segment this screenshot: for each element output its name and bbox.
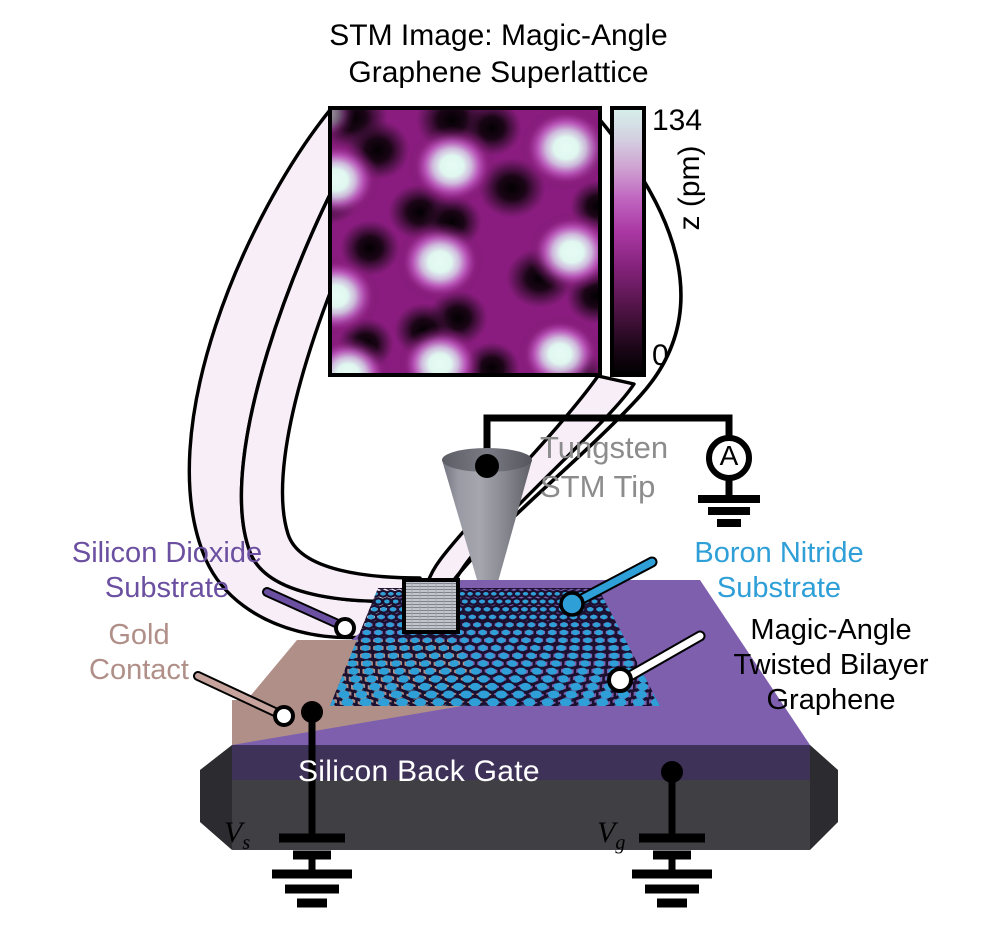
- mablg-label-line1: Magic-Angle: [750, 614, 912, 646]
- vg-subscript: g: [615, 832, 626, 854]
- mablg-leader-endpoint: [607, 667, 633, 693]
- stm-tip-label-line2: STM Tip: [540, 469, 656, 505]
- colorbar-axis-label: z (pm): [673, 145, 706, 231]
- back-gate-right-bevel: [810, 745, 838, 850]
- colorbar-gradient: [612, 108, 644, 375]
- vs-symbol: V: [224, 816, 243, 849]
- tip-wire-junction: [475, 454, 499, 478]
- vs-subscript: s: [242, 832, 251, 854]
- boron-nitride-label: Boron Nitride Substrate: [654, 536, 904, 606]
- colorbar-border: [610, 106, 646, 377]
- mablg-label: Magic-Angle Twisted Bilayer Graphene: [700, 613, 962, 717]
- stm-image-border: [328, 106, 602, 377]
- gold-contact-label: Gold Contact: [44, 618, 234, 688]
- gold-label-line1: Gold: [108, 619, 170, 651]
- ammeter-symbol: A: [719, 440, 739, 471]
- colorbar-group: [610, 106, 646, 377]
- leader-lines: [193, 556, 706, 727]
- silicon-back-gate-front: [232, 780, 810, 850]
- colorbar-max-label: 134: [652, 104, 703, 137]
- gold-contact-patch-lower: [232, 700, 497, 745]
- stm-tip: [442, 448, 532, 626]
- source-voltage-label: Vs: [224, 816, 250, 855]
- silicon-back-gate-label: Silicon Back Gate: [298, 755, 540, 788]
- mablg-label-line3: Graphene: [766, 683, 896, 716]
- page-title-line1: STM Image: Magic-Angle: [329, 19, 668, 52]
- vg-symbol: V: [597, 816, 616, 849]
- stm-image-group: [328, 106, 602, 377]
- stm-moire-pattern: [330, 108, 600, 375]
- bn-leader-endpoint: [559, 591, 585, 617]
- page-title-line2: Graphene Superlattice: [348, 55, 649, 89]
- device-stack: [200, 580, 838, 850]
- mablg-label-line2: Twisted Bilayer: [733, 648, 929, 681]
- sio2-label-line2: Substrate: [104, 571, 230, 604]
- sio2-label-line1: Silicon Dioxide: [71, 537, 263, 569]
- aa-sites: [330, 108, 600, 375]
- tip-circuit: [483, 414, 733, 470]
- colorbar-min-label: 0: [652, 339, 669, 372]
- stm-tip-label: Tungsten STM Tip: [540, 428, 668, 506]
- gate-voltage-label: Vg: [597, 816, 625, 855]
- ground-symbol: [698, 478, 760, 527]
- bn-label-line1: Boron Nitride: [694, 537, 864, 569]
- sio2-leader-endpoint: [334, 617, 356, 639]
- gold-leader-endpoint: [273, 705, 295, 727]
- gate-bias-circuit: [632, 761, 712, 908]
- sio2-label: Silicon Dioxide Substrate: [44, 536, 290, 606]
- back-gate-left-bevel: [200, 745, 232, 850]
- source-bias-circuit: [272, 701, 352, 908]
- page-title: STM Image: Magic-Angle Graphene Superlat…: [0, 18, 997, 91]
- stm-tip-label-line1: Tungsten: [540, 430, 669, 465]
- scan-region-marker: [402, 578, 460, 634]
- bn-label-line2: Substrate: [716, 571, 842, 604]
- gold-label-line2: Contact: [89, 653, 189, 686]
